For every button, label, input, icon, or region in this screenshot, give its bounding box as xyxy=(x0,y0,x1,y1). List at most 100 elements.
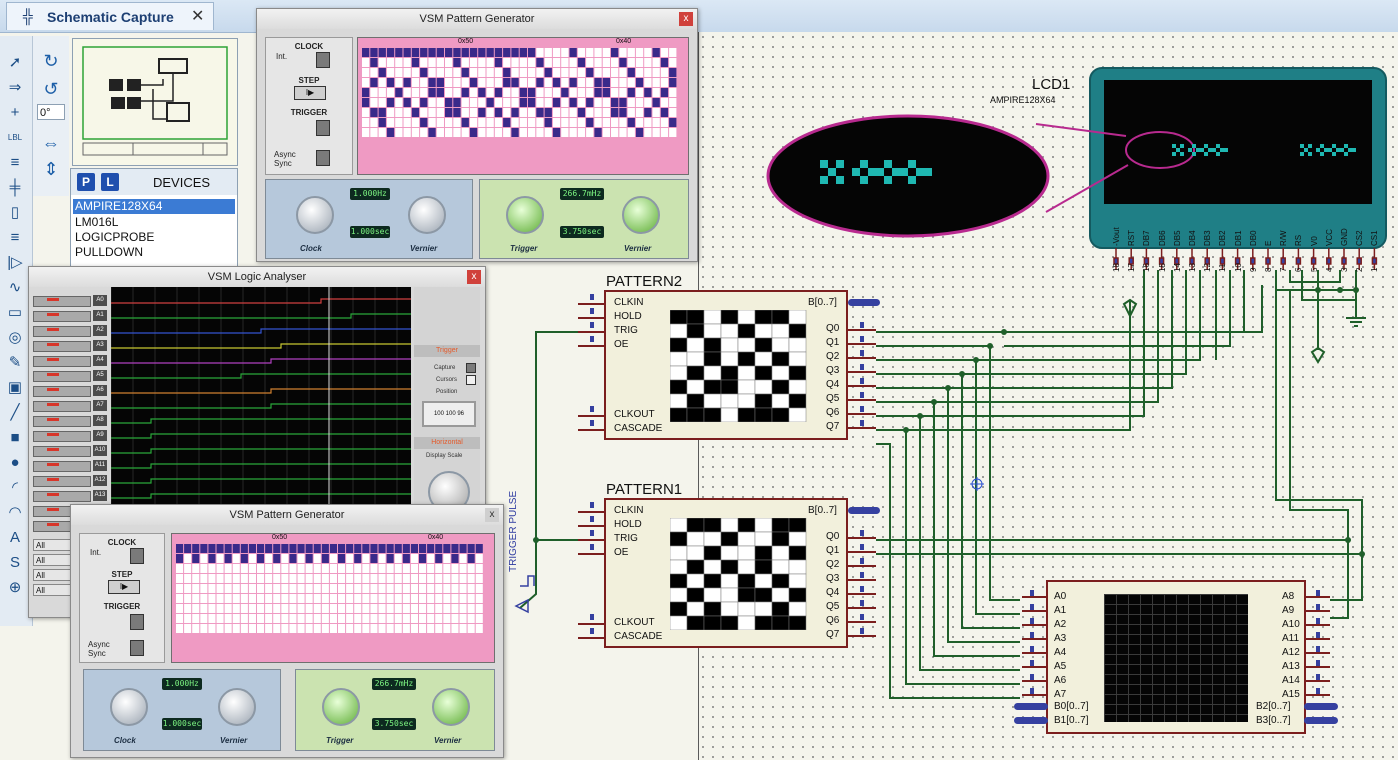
sync-mode-toggle[interactable] xyxy=(316,150,330,166)
pattern-grid[interactable]: 0x50 0x40 xyxy=(171,533,495,663)
pin-label: Q7 xyxy=(826,421,840,432)
device-item[interactable]: LOGICPROBE xyxy=(75,230,155,244)
vernier-knob[interactable] xyxy=(408,196,446,234)
position-gauge[interactable]: 100 100 96 xyxy=(422,401,476,427)
box-icon[interactable]: ■ xyxy=(10,429,20,446)
trigger-vernier-knob[interactable] xyxy=(622,196,660,234)
flip-vertical-icon[interactable]: ⇕ xyxy=(43,159,59,179)
symbol-icon[interactable]: S xyxy=(9,554,20,571)
channel-track[interactable] xyxy=(33,356,91,367)
pattern-cells[interactable] xyxy=(176,544,488,648)
close-icon[interactable]: x xyxy=(679,12,693,26)
clock-knob-label: Clock xyxy=(300,244,322,253)
channel-track[interactable] xyxy=(33,341,91,352)
select-arrow-icon[interactable]: ➚ xyxy=(8,54,22,71)
line-icon[interactable]: ╱ xyxy=(10,404,20,421)
logic-analyser-component[interactable] xyxy=(1046,580,1306,734)
trigger-mode-toggle[interactable] xyxy=(316,120,330,136)
pin-line xyxy=(848,427,876,429)
tape-icon[interactable]: ▭ xyxy=(7,304,23,321)
pattern-grid[interactable]: 0x50 0x40 xyxy=(357,37,689,175)
path-icon[interactable]: ◠ xyxy=(8,504,22,521)
close-icon[interactable]: x xyxy=(467,270,481,284)
pin-label: Q2 xyxy=(826,559,840,570)
channel-track[interactable] xyxy=(33,401,91,412)
device-item[interactable]: AMPIRE128X64 xyxy=(73,199,235,214)
pattern-generator-window-bottom[interactable]: VSM Pattern Generator x CLOCK Int. STEP … xyxy=(70,504,504,758)
flip-horizontal-icon[interactable]: ⇔ xyxy=(42,133,60,153)
close-icon[interactable]: x xyxy=(485,508,499,522)
device-pins-icon[interactable]: |▷ xyxy=(7,254,23,271)
sync-mode-toggle[interactable] xyxy=(130,640,144,656)
terminals-icon[interactable]: ≡ xyxy=(10,229,20,246)
capture-button[interactable] xyxy=(466,363,476,373)
subcircuit-icon[interactable]: ▯ xyxy=(10,204,20,221)
channel-track[interactable] xyxy=(33,476,91,487)
waveform-trace xyxy=(111,343,411,349)
graph-icon[interactable]: ∿ xyxy=(8,279,22,296)
rotate-clockwise-icon[interactable]: ↻ xyxy=(43,51,59,71)
lcd-pin-marker xyxy=(1356,257,1362,265)
step-button[interactable]: I▶ xyxy=(294,86,326,100)
clock-knob[interactable] xyxy=(296,196,334,234)
vernier-knob[interactable] xyxy=(218,688,256,726)
waveform-display[interactable] xyxy=(110,287,411,525)
clock-mode-toggle[interactable] xyxy=(316,52,330,68)
component-icon[interactable]: ⇒ xyxy=(8,79,22,96)
device-item[interactable]: PULLDOWN xyxy=(75,245,144,259)
channel-track[interactable] xyxy=(33,491,91,502)
bus-connector[interactable] xyxy=(848,507,880,514)
trigger-knob[interactable] xyxy=(506,196,544,234)
channel-track[interactable] xyxy=(33,461,91,472)
bus-icon[interactable]: ╪ xyxy=(9,179,21,196)
pin-label: Q3 xyxy=(826,573,840,584)
trigger-knob-panel: 266.7mHz 3.750sec Trigger Vernier xyxy=(295,669,495,751)
wire-label-icon[interactable]: LBL xyxy=(7,133,23,142)
bus-connector[interactable] xyxy=(1014,717,1048,724)
async-label: Async xyxy=(274,150,296,159)
pattern1-component[interactable] xyxy=(604,498,848,648)
pin-line xyxy=(1022,596,1046,598)
arc-icon[interactable]: ◜ xyxy=(12,479,18,496)
trigger-knob-label: Trigger xyxy=(326,736,354,745)
marker-icon[interactable]: ⊕ xyxy=(8,579,22,596)
trigger-mode-toggle[interactable] xyxy=(130,614,144,630)
tab-schematic-capture[interactable]: ╬ Schematic Capture ✕ xyxy=(6,2,214,30)
pattern-cells[interactable] xyxy=(362,48,682,158)
bus-connector[interactable] xyxy=(1304,717,1338,724)
trigger-vernier-knob[interactable] xyxy=(432,688,470,726)
close-icon[interactable]: ✕ xyxy=(191,8,205,25)
circle-icon[interactable]: ● xyxy=(10,454,20,471)
channel-track[interactable] xyxy=(33,431,91,442)
rotation-angle-field[interactable]: 0° xyxy=(37,104,65,120)
trigger-knob[interactable] xyxy=(322,688,360,726)
rotate-anticlockwise-icon[interactable]: ↺ xyxy=(43,79,59,99)
library-button[interactable]: L xyxy=(101,173,119,191)
pattern-generator-window-top[interactable]: VSM Pattern Generator x CLOCK Int. STEP … xyxy=(256,8,698,262)
text-script-icon[interactable]: ≡ xyxy=(10,154,20,171)
junction-icon[interactable]: + xyxy=(10,104,20,121)
channel-track[interactable] xyxy=(33,326,91,337)
channel-track[interactable] xyxy=(33,371,91,382)
device-item[interactable]: LM016L xyxy=(75,215,119,229)
cursors-button[interactable] xyxy=(466,375,476,385)
instrument-icon[interactable]: ▣ xyxy=(7,379,23,396)
bus-connector[interactable] xyxy=(848,299,880,306)
text-icon[interactable]: A xyxy=(9,529,20,546)
bus-connector[interactable] xyxy=(1304,703,1338,710)
channel-track[interactable] xyxy=(33,296,91,307)
channel-track[interactable] xyxy=(33,311,91,322)
channel-track[interactable] xyxy=(33,446,91,457)
overview-window[interactable] xyxy=(72,38,238,166)
channel-track[interactable] xyxy=(33,416,91,427)
channel-track[interactable] xyxy=(33,386,91,397)
step-button[interactable]: I▶ xyxy=(108,580,140,594)
generator-icon[interactable]: ◎ xyxy=(8,329,22,346)
pattern2-component[interactable] xyxy=(604,290,848,440)
probe-icon[interactable]: ✎ xyxy=(8,354,22,371)
bus-connector[interactable] xyxy=(1014,703,1048,710)
clock-knob[interactable] xyxy=(110,688,148,726)
pin-label: A7 xyxy=(1054,689,1067,700)
clock-mode-toggle[interactable] xyxy=(130,548,144,564)
pick-device-button[interactable]: P xyxy=(77,173,95,191)
